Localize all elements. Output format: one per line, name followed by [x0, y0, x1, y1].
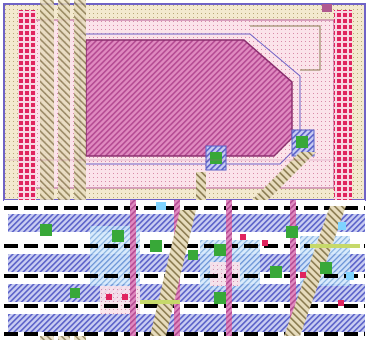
active-contact-2[interactable]: [112, 230, 124, 242]
poly-gate-3[interactable]: [226, 200, 232, 336]
via-3[interactable]: [346, 272, 354, 280]
active-contact-6[interactable]: [320, 262, 332, 274]
red-contact-2: [122, 294, 128, 300]
rail-3[interactable]: [8, 284, 365, 302]
gate-contact-1-core: [210, 152, 222, 164]
active-contact-7[interactable]: [188, 250, 198, 260]
m3-strip-1[interactable]: [310, 244, 360, 248]
right-contact-strip[interactable]: [334, 10, 352, 200]
diagonal-m2-center[interactable]: [196, 172, 206, 200]
red-contact-3: [240, 234, 246, 240]
active-contact-10[interactable]: [286, 226, 298, 238]
active-contact-3[interactable]: [150, 240, 162, 252]
active-contact-5[interactable]: [270, 266, 282, 278]
poly-capacitor[interactable]: [85, 39, 293, 157]
corner-marker: [322, 4, 332, 12]
m3-strip-2[interactable]: [140, 300, 180, 304]
active-contact-8[interactable]: [214, 292, 226, 304]
active-contact-4[interactable]: [214, 244, 226, 256]
diagonal-route-lower-1[interactable]: [150, 210, 196, 336]
upper-cell[interactable]: [3, 0, 366, 340]
diagonal-m2-right[interactable]: [250, 152, 316, 202]
left-contact-strip[interactable]: [18, 10, 36, 200]
poly-gate-1[interactable]: [130, 200, 136, 336]
poly-gate-4[interactable]: [290, 200, 296, 336]
red-contact-5: [300, 272, 306, 278]
red-contact-1: [106, 294, 112, 300]
active-contact-9[interactable]: [70, 288, 80, 298]
rail-4[interactable]: [8, 314, 365, 332]
lower-cells[interactable]: [4, 200, 365, 336]
gate-contact-2-core: [296, 136, 308, 148]
diagonal-route-right[interactable]: [250, 25, 321, 71]
via-2[interactable]: [338, 222, 346, 230]
via-1[interactable]: [156, 202, 166, 210]
red-contact-4: [262, 240, 268, 246]
diagonal-route-lower-2[interactable]: [284, 206, 346, 336]
red-contact-6: [338, 300, 344, 306]
active-contact-1[interactable]: [40, 224, 52, 236]
